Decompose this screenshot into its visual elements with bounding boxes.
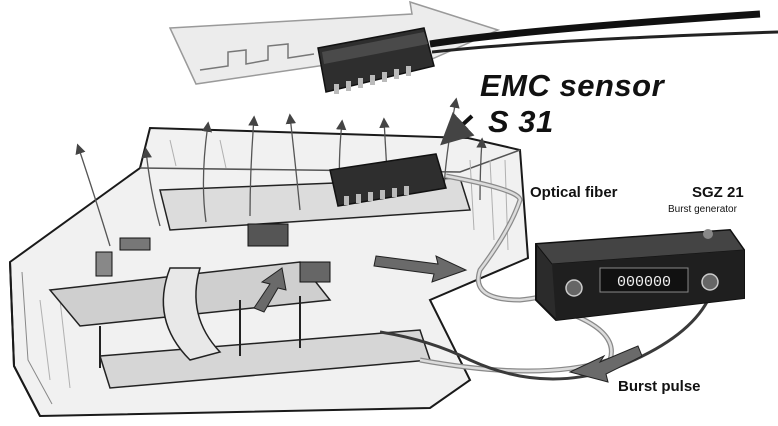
generator-model-label: SGZ 21 — [692, 184, 744, 201]
signal-arrow-right — [373, 255, 468, 283]
signal-arrow-up — [253, 267, 287, 313]
generator-display-digits: 000000 — [617, 274, 671, 291]
sensor-name-label: EMC sensor — [480, 68, 665, 103]
burst-pulse-label: Burst pulse — [618, 378, 701, 395]
sensor-probe-closeup — [317, 10, 778, 94]
signal-arrow-left — [568, 345, 643, 383]
generator-desc-label: Burst generator — [668, 204, 737, 215]
sensor-pointer-arrow — [440, 111, 475, 146]
pulse-waveform-trace — [199, 43, 315, 71]
optical-fiber-label: Optical fiber — [530, 184, 618, 201]
sensor-model-label: S 31 — [488, 104, 554, 139]
sensor-on-board — [329, 153, 447, 207]
burst-generator — [535, 228, 745, 322]
burst-pulse-cable — [379, 295, 712, 381]
